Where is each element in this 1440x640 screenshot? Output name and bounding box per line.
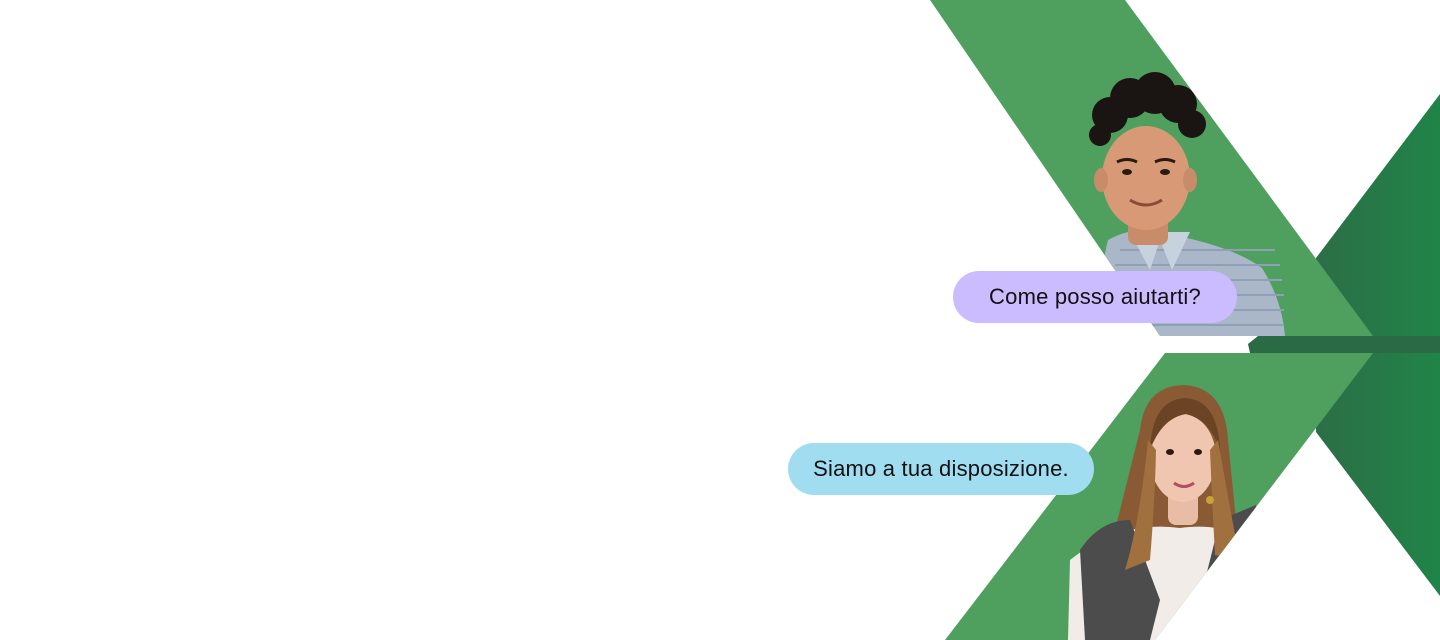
chat-bubble-bottom: Siamo a tua disposizione. xyxy=(788,443,1094,495)
dark-green-bar xyxy=(1248,336,1440,353)
chat-bubble-top: Come posso aiutarti? xyxy=(953,271,1237,323)
